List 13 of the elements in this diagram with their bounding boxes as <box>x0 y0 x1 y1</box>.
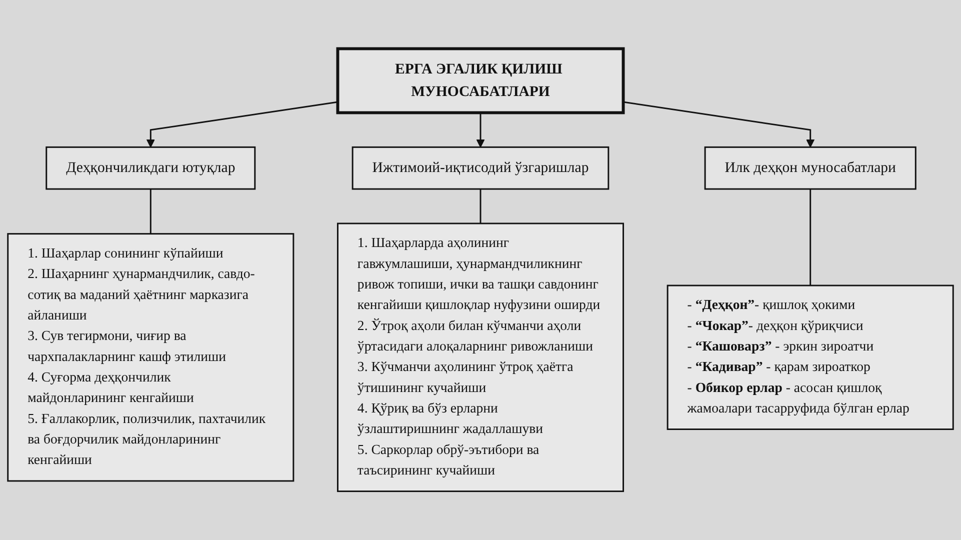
node-box: - “Деҳқон”- қишлоқ ҳокими - “Чокар”- деҳқон қўриқчиси - “Кашоварз” - эркин зироатчи - “Кадивар” - қарам зироаткор - Обикор ерлар - асосан қишлоқ жамоалари тасарруфида бўлган ерлар <box>666 284 954 430</box>
node-box: 1. Шаҳарларда аҳолининг гавжумлашиши, ҳунармандчиликнинг ривож топиши, ички ва ташқи савдонинг кенгайиши қишлоқлар нуфузини оширди 2. Ўтроқ аҳоли билан кўчманчи аҳоли ўртасидаги алоқаларнинг ривожланиши 3. Кўчманчи аҳолининг ўтроқ ҳаётга ўтишининг кучайиши 4. Қўриқ ва бўз ерларни ўзлаштиришнинг жадаллашуви 5. Саркорлар обрў-эътибори ва таъсирининг кучайиши <box>337 222 624 492</box>
node-box: Деҳқончиликдаги ютуқлар <box>46 146 256 190</box>
connector <box>150 189 152 234</box>
arrow <box>623 101 815 148</box>
arrow <box>146 101 338 148</box>
connector <box>810 189 812 286</box>
connector <box>480 189 482 224</box>
node-box: Илк деҳқон муносабатлари <box>704 146 916 190</box>
arrow <box>476 112 485 148</box>
node-box: 1. Шаҳарлар сонининг кўпайиши 2. Шаҳарнинг ҳунармандчилик, савдо-сотиқ ва маданий ҳаётнинг марказига айланиши 3. Сув тегирмони, чиғир ва чархпалакларнинг кашф этилиши 4. Суғорма деҳқончилик майдонларининг кенгайиши 5. Ғаллакорлик, полизчилик, пахтачилик ва боғдорчилик майдонларининг кенгайиши <box>7 233 294 482</box>
node-box: ЕРГА ЭГАЛИК ҚИЛИШ МУНОСАБАТЛАРИ <box>336 47 625 114</box>
node-box: Ижтимоий-иқтисодий ўзгаришлар <box>352 146 610 190</box>
